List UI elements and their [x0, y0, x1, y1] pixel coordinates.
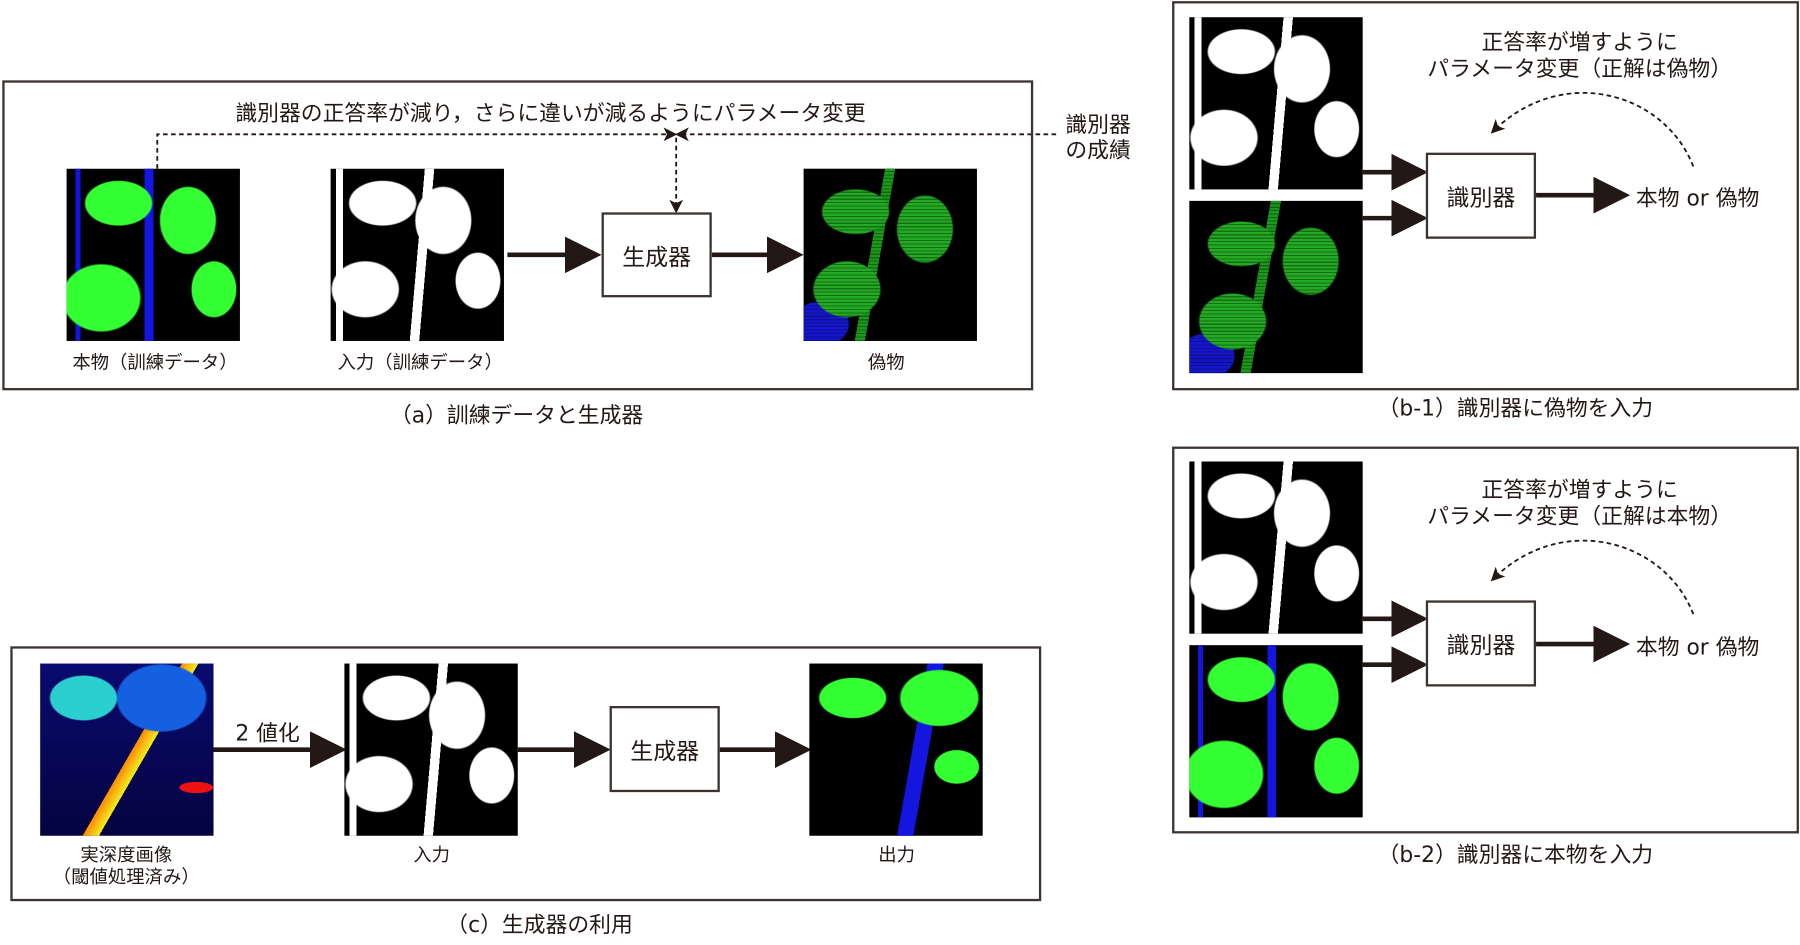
b1-note-line2: パラメータ変更（正解は偽物）: [1427, 56, 1733, 82]
panel-c-frame: [10, 646, 1042, 902]
b1-discriminator-box: 識別器: [1425, 152, 1537, 239]
fake-image: [803, 168, 977, 341]
b2-real-image: [1189, 645, 1363, 818]
binarize-label: 2 値化: [235, 720, 300, 747]
generator-box: 生成器: [601, 212, 712, 298]
depth-image: [40, 663, 214, 836]
b1-fake-image: [1189, 200, 1363, 374]
panel-b2-frame: [1172, 446, 1799, 834]
b1-input-image: [1189, 17, 1363, 190]
b2-discriminator-box: 識別器: [1425, 600, 1537, 687]
score-label-1: 識別器: [1065, 112, 1131, 138]
c-input-label: 入力: [413, 843, 451, 866]
b2-note-line2: パラメータ変更（正解は本物）: [1427, 503, 1733, 530]
c-output-label: 出力: [878, 843, 915, 866]
feedback-text: 識別器の正答率が減り，さらに違いが減るようにパラメータ変更: [235, 101, 866, 127]
caption-b1: （b-1）識別器に偽物を入力: [1377, 396, 1654, 422]
input-image: [330, 168, 504, 341]
caption-a: （a）訓練データと生成器: [389, 402, 644, 429]
caption-b2: （b-2）識別器に本物を入力: [1377, 842, 1654, 868]
depth-label-1: 実深度画像: [80, 843, 173, 866]
b2-input-image: [1189, 461, 1363, 634]
b1-note-line1: 正答率が増すように: [1481, 29, 1678, 56]
fake-label: 偽物: [867, 351, 905, 374]
b1-output-label: 本物 or 偽物: [1635, 185, 1760, 212]
score-label-2: の成績: [1065, 137, 1131, 164]
c-input-image: [344, 663, 518, 836]
input-label: 入力（訓練データ）: [337, 351, 503, 374]
real-label: 本物（訓練データ）: [72, 351, 238, 374]
b2-note-line1: 正答率が増すように: [1481, 477, 1678, 503]
panel-a-frame: [2, 80, 1034, 391]
real-image: [66, 168, 240, 341]
depth-label-2: （閾値処理済み）: [52, 865, 200, 888]
panel-b1-frame: [1172, 1, 1799, 391]
output-image: [809, 663, 983, 836]
c-generator-box: 生成器: [609, 706, 720, 793]
caption-c: （c）生成器の利用: [446, 912, 633, 938]
b2-output-label: 本物 or 偽物: [1635, 634, 1760, 661]
